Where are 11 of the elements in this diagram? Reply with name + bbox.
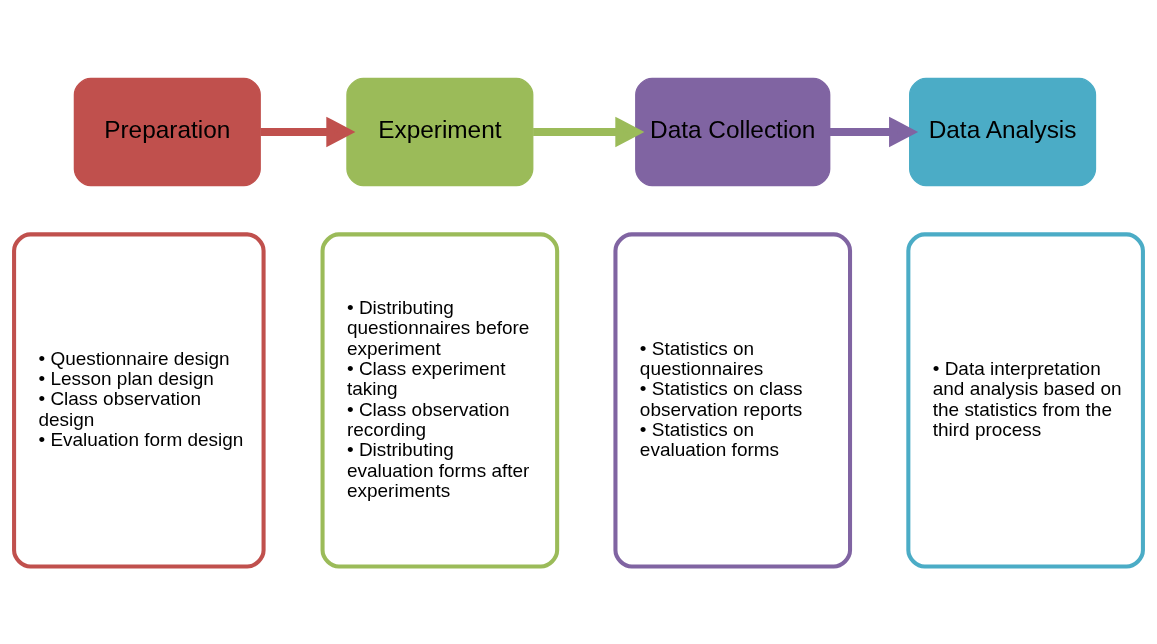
node-box: Experiment bbox=[346, 77, 534, 186]
node-box: • Statistics on questionnaires • Statistics on class observation reports • Statistics on evaluation forms bbox=[613, 231, 853, 569]
node-box: Data Collection bbox=[635, 77, 831, 186]
node-box: • Distributing questionnaires before experiment • Class experiment taking • Class observation recording • Distributing evaluation forms after experiments bbox=[320, 231, 560, 569]
arrow bbox=[829, 116, 919, 147]
node-box: Data Analysis bbox=[909, 77, 1097, 186]
node-box: • Data interpretation and analysis based on the statistics from the third process bbox=[906, 231, 1145, 569]
node-box: • Questionnaire design • Lesson plan design • Class observation design • Evaluation form design bbox=[12, 231, 266, 569]
node-box: Preparation bbox=[73, 77, 261, 186]
arrow bbox=[533, 116, 645, 147]
arrow bbox=[260, 116, 356, 147]
